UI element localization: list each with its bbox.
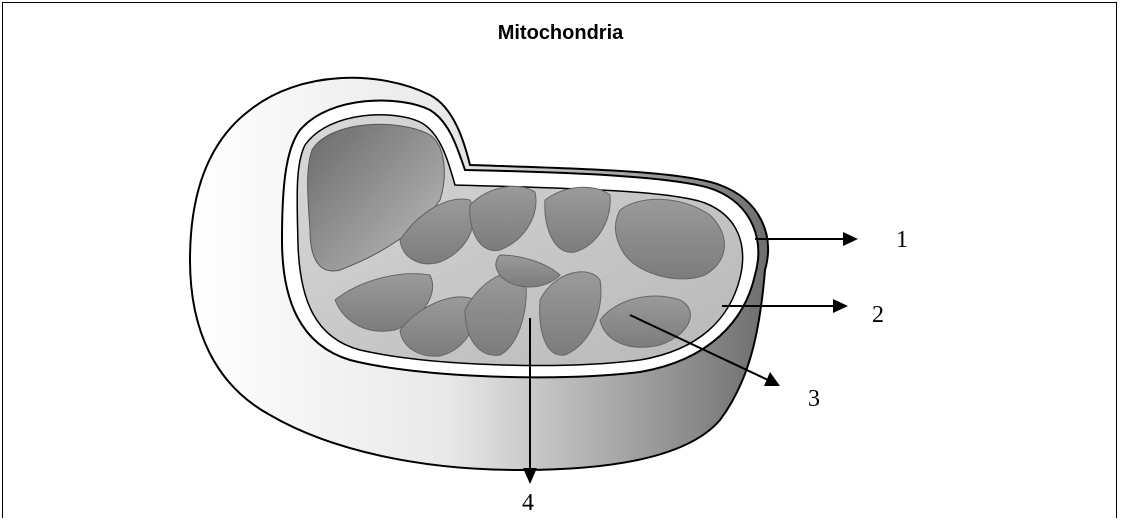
- label-3: 3: [808, 386, 820, 412]
- arrowhead-4: [523, 468, 537, 484]
- arrowhead-1: [843, 232, 858, 246]
- arrowhead-2: [833, 299, 848, 313]
- label-2: 2: [872, 302, 884, 328]
- label-1: 1: [896, 227, 908, 253]
- label-4: 4: [522, 490, 534, 516]
